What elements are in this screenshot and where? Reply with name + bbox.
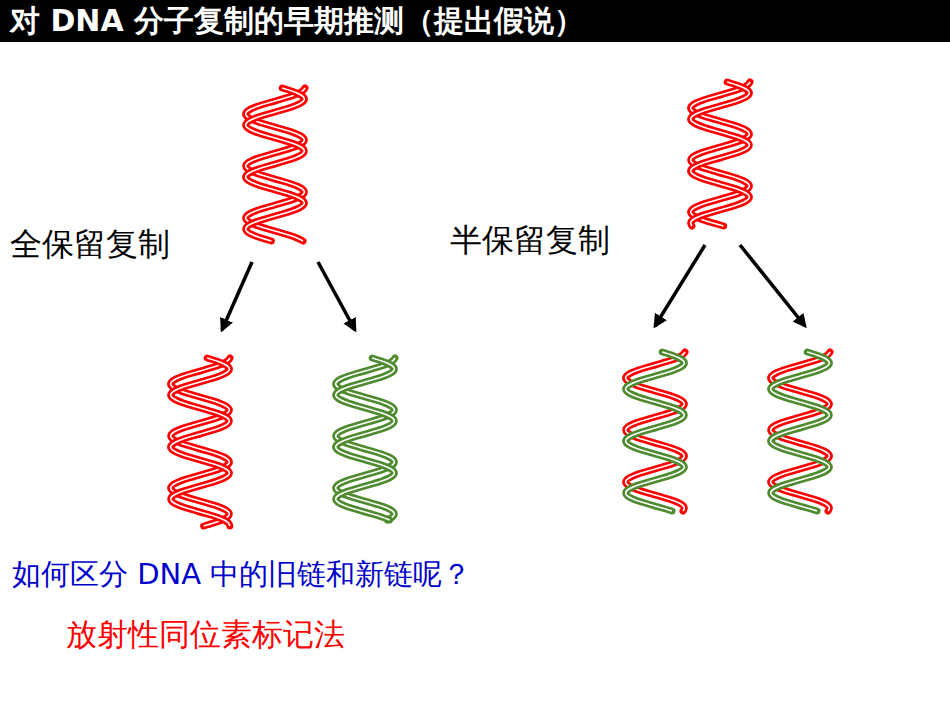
strand-gap <box>246 88 305 241</box>
strand-gap <box>771 352 830 511</box>
strand-gap <box>246 88 305 241</box>
strand-outline <box>771 352 830 511</box>
replication-arrow <box>655 245 705 326</box>
dna-strand <box>171 358 230 526</box>
strand-outline <box>246 88 305 241</box>
dna-strand <box>336 358 395 520</box>
dna-strand <box>626 352 685 511</box>
dna-strand <box>171 358 230 526</box>
dna-strand <box>691 82 750 226</box>
dna-strand <box>771 352 830 511</box>
dna-strand <box>626 352 685 511</box>
strand-outline <box>336 358 395 520</box>
replication-arrow <box>318 262 355 330</box>
dna-strand <box>771 352 830 511</box>
strand-outline <box>336 358 395 520</box>
strand-outline <box>691 82 750 226</box>
strand-outline <box>771 352 830 511</box>
dna-strand <box>246 88 305 241</box>
strand-outline <box>171 358 230 526</box>
strand-gap <box>626 352 685 511</box>
strand-gap <box>771 352 830 511</box>
strand-gap <box>336 358 395 520</box>
replication-arrow <box>222 262 252 330</box>
answer-text: 放射性同位素标记法 <box>66 614 345 654</box>
strand-gap <box>171 358 230 526</box>
dna-strand <box>246 88 305 241</box>
strand-outline <box>171 358 230 526</box>
question-text: 如何区分 DNA 中的旧链和新链呢？ <box>12 556 471 594</box>
strand-outline <box>626 352 685 511</box>
dna-strand <box>336 358 395 520</box>
replication-arrow <box>740 245 805 326</box>
title-bar <box>0 0 950 42</box>
strand-gap <box>691 82 750 226</box>
strand-gap <box>626 352 685 511</box>
method-label: 全保留复制 <box>10 224 170 266</box>
strand-outline <box>246 88 305 241</box>
strand-gap <box>171 358 230 526</box>
strand-gap <box>336 358 395 520</box>
method-label: 半保留复制 <box>450 220 610 262</box>
dna-strand <box>691 82 750 226</box>
strand-outline <box>691 82 750 226</box>
strand-outline <box>626 352 685 511</box>
slide-title: 对 DNA 分子复制的早期推测（提出假说） <box>10 2 584 40</box>
strand-gap <box>691 82 750 226</box>
